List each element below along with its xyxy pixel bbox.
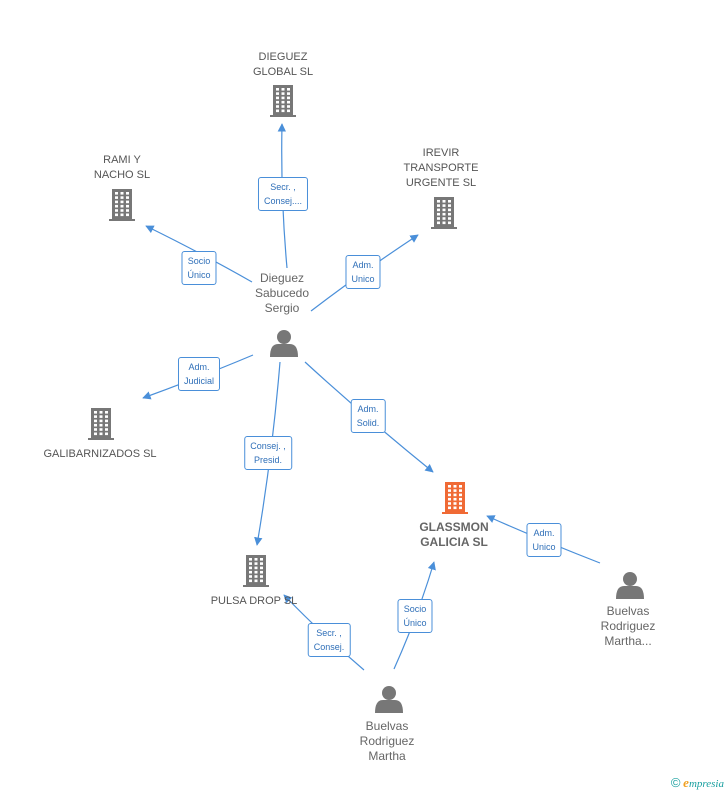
node-label-buelvas_1[interactable]: Buelvas Rodriguez Martha...	[600, 604, 656, 648]
empresia-logo: © empresia	[671, 775, 724, 791]
edge-label-buelvas_2-glassmon[interactable]: Socio Único	[397, 599, 433, 633]
edge-label-dieguez_sergio-rami_nacho[interactable]: Socio Único	[181, 251, 217, 285]
edge-label-dieguez_sergio-dieguez_global[interactable]: Secr. , Consej....	[257, 177, 309, 211]
person-icon[interactable]	[616, 572, 644, 599]
node-label-rami_nacho[interactable]: RAMI Y NACHO SL	[93, 154, 151, 181]
edge-label-dieguez_sergio-galibarnizados[interactable]: Adm. Judicial	[177, 357, 221, 391]
node-label-irevir[interactable]: IREVIR TRANSPORTE URGENTE SL	[403, 147, 479, 189]
edge-label-buelvas_1-glassmon[interactable]: Adm. Unico	[526, 523, 562, 557]
building-icon[interactable]	[442, 482, 468, 514]
logo-text: mpresia	[688, 778, 724, 790]
node-label-galibarnizados[interactable]: GALIBARNIZADOS SL	[43, 448, 157, 460]
edge-label-dieguez_sergio-irevir[interactable]: Adm. Unico	[345, 255, 381, 289]
node-label-dieguez_sergio[interactable]: Dieguez Sabucedo Sergio	[254, 271, 310, 315]
building-icon[interactable]	[243, 555, 269, 587]
copyright-symbol: ©	[670, 775, 681, 790]
logo-e: e	[683, 775, 689, 790]
building-icon[interactable]	[270, 85, 296, 117]
node-label-buelvas_2[interactable]: Buelvas Rodriguez Martha	[359, 719, 415, 763]
edge-label-buelvas_2-pulsa_drop[interactable]: Secr. , Consej.	[307, 623, 351, 657]
edge-label-dieguez_sergio-pulsa_drop[interactable]: Consej. , Presid.	[244, 436, 292, 470]
building-icon[interactable]	[109, 189, 135, 221]
person-icon[interactable]	[375, 686, 403, 713]
node-label-glassmon[interactable]: GLASSMON GALICIA SL	[419, 520, 489, 549]
edge-label-dieguez_sergio-glassmon[interactable]: Adm. Solid.	[350, 399, 386, 433]
building-icon[interactable]	[431, 197, 457, 229]
node-label-pulsa_drop[interactable]: PULSA DROP SL	[210, 595, 298, 607]
building-icon[interactable]	[88, 408, 114, 440]
node-label-dieguez_global[interactable]: DIEGUEZ GLOBAL SL	[252, 51, 314, 78]
person-icon[interactable]	[270, 330, 298, 357]
